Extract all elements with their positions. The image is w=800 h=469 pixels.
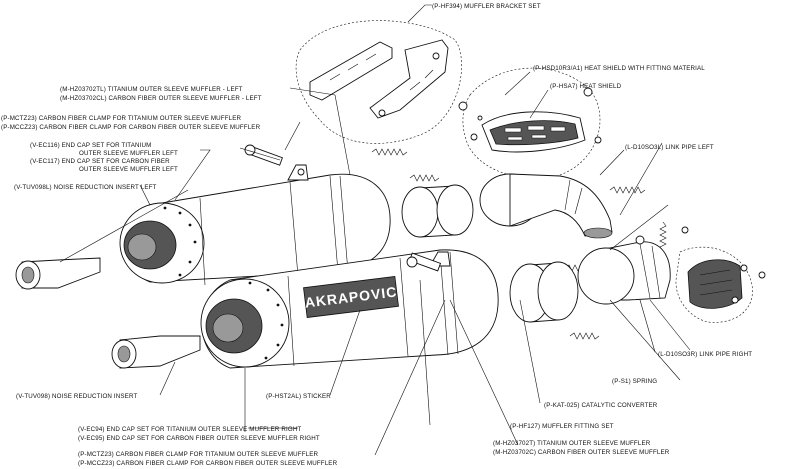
label-outer-sleeve-cf: (M-HZ03702C) CARBON FIBER OUTER SLEEVE M…: [493, 449, 670, 456]
label-outer-sleeve-left-ti: (M-HZ03702TL) TITANIUM OUTER SLEEVE MUFF…: [60, 86, 243, 93]
catalytic-converters: [401, 184, 579, 323]
akrapovic-sticker: AKRAPOVIC: [303, 276, 399, 318]
fitting-bolts: [244, 144, 442, 272]
label-fitting-set: (P-HF127) MUFFLER FITTING SET: [510, 423, 614, 430]
label-heat-shield: (P-HSA7) HEAT SHIELD: [550, 83, 622, 90]
label-link-pipe-right: (L-D10SO3R) LINK PIPE RIGHT: [658, 351, 752, 358]
label-insert: (V-TUV098) NOISE REDUCTION INSERT: [16, 393, 137, 400]
link-pipe-left: [479, 173, 613, 239]
callout-labels: (P-HF394) MUFFLER BRACKET SET (P-HSD10R3…: [1, 3, 752, 467]
label-catalytic: (P-KAT-025) CATALYTIC CONVERTER: [544, 402, 658, 409]
muffler-bracket: [295, 20, 462, 144]
link-pipe-right: [577, 241, 671, 305]
label-endcap-left-ti-2: OUTER SLEEVE MUFFLER LEFT: [79, 150, 178, 157]
label-endcap-left-cf-2: OUTER SLEEVE MUFFLER LEFT: [79, 166, 178, 173]
right-heat-shield: [635, 226, 766, 323]
label-endcap-right-cf: (V-EC95) END CAP SET FOR CARBON FIBER OU…: [78, 435, 320, 442]
label-heat-shield-fitting: (P-HSD10R3/A1) HEAT SHIELD WITH FITTING …: [533, 65, 705, 72]
label-muffler-bracket-set: (P-HF394) MUFFLER BRACKET SET: [432, 3, 541, 10]
label-clamp-ti-bottom: (P-MCTZ23) CARBON FIBER CLAMP FOR TITANI…: [78, 451, 319, 458]
label-link-pipe-left: (L-D10SO3L) LINK PIPE LEFT: [625, 144, 714, 151]
label-endcap-left-cf-1: (V-EC117) END CAP SET FOR CARBON FIBER: [30, 158, 170, 165]
label-outer-sleeve-left-cf: (M-HZ03702CL) CARBON FIBER OUTER SLEEVE …: [60, 95, 262, 102]
label-outer-sleeve-ti: (M-HZ03702T) TITANIUM OUTER SLEEVE MUFFL…: [493, 440, 651, 447]
insert-left: [15, 257, 101, 290]
heat-shield: [458, 67, 602, 179]
muffler-left: [119, 164, 391, 286]
label-clamp-cf-bottom: (P-MCCZ23) CARBON FIBER CLAMP FOR CARBON…: [78, 460, 338, 467]
label-clamp-cf-top: (P-MCCZ23) CARBON FIBER CLAMP FOR CARBON…: [1, 124, 261, 131]
label-spring: (P-S1) SPRING: [612, 378, 657, 385]
label-endcap-left-ti-1: (V-EC116) END CAP SET FOR TITANIUM: [30, 142, 151, 149]
label-insert-left: (V-TUV098L) NOISE REDUCTION INSERT LEFT: [14, 184, 157, 191]
leader-lines: [59, 87, 691, 456]
label-sticker: (P-HST2AL) STICKER: [266, 393, 331, 400]
label-clamp-ti-top: (P-MCTZ23) CARBON FIBER CLAMP FOR TITANI…: [1, 115, 242, 122]
insert-right: [111, 335, 201, 369]
label-endcap-right-ti: (V-EC94) END CAP SET FOR TITANIUM OUTER …: [78, 426, 301, 433]
